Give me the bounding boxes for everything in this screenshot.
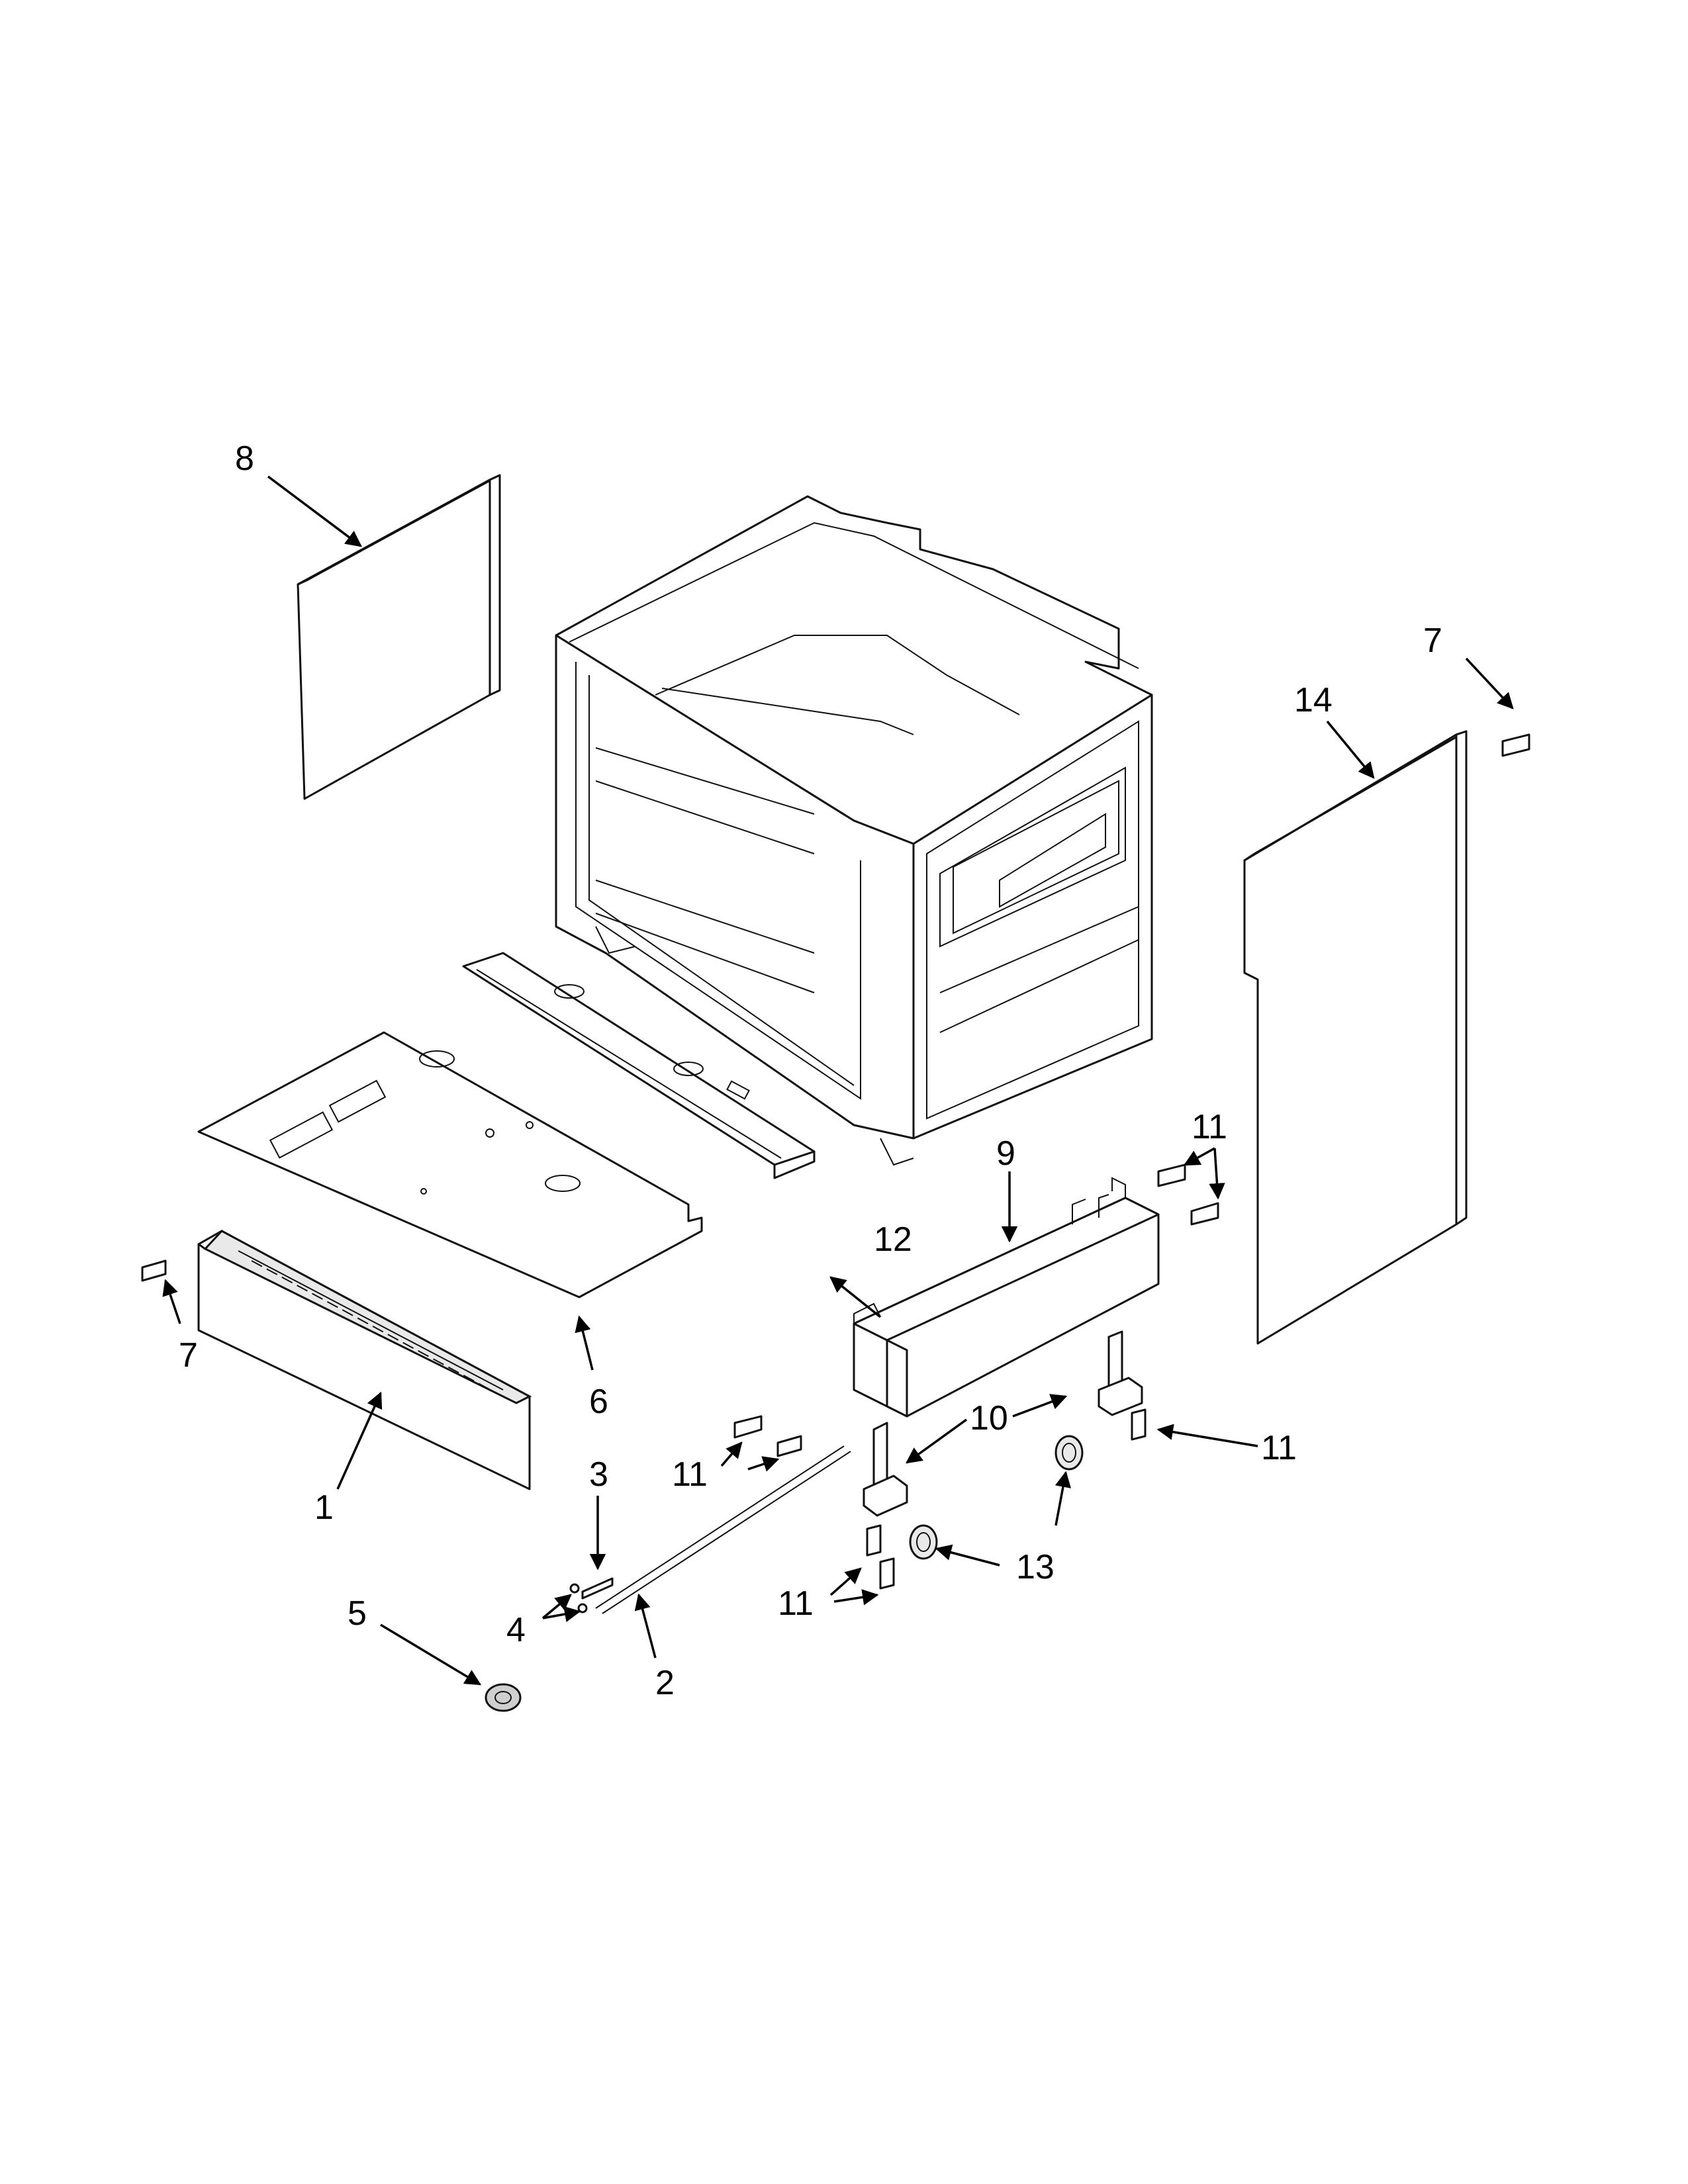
callout-3: 3	[589, 1455, 608, 1494]
leader-arrows	[162, 475, 1514, 1686]
callout-5: 5	[348, 1594, 367, 1633]
callout-11-right: 11	[1261, 1429, 1297, 1467]
callout-12: 12	[874, 1220, 912, 1259]
callout-7-left: 7	[179, 1336, 198, 1375]
part-5-knob	[485, 1683, 522, 1712]
part-12-front-rail	[462, 952, 816, 1179]
callout-1: 1	[314, 1488, 334, 1527]
part-6-bottom-plate	[197, 1031, 703, 1298]
callout-8: 8	[235, 439, 254, 478]
callout-9: 9	[996, 1134, 1015, 1173]
callout-11-top: 11	[1192, 1108, 1227, 1146]
callout-13: 13	[1016, 1548, 1055, 1586]
part-14-right-side-panel	[1243, 730, 1468, 1345]
callout-labels: 8 7 14 12 9 11 10 11 11 13 11 7 6 1 3 4 …	[179, 439, 1442, 1702]
part-11-screws	[733, 1163, 1219, 1590]
part-2-rod	[595, 1445, 851, 1614]
callout-4: 4	[506, 1611, 526, 1649]
callout-11-bottom: 11	[778, 1584, 814, 1623]
part-13-casters	[909, 1435, 1084, 1560]
part-10-leveling-legs	[863, 1330, 1143, 1517]
part-3-4-fittings	[569, 1577, 614, 1614]
callout-10: 10	[970, 1399, 1008, 1437]
part-9-base-channel	[853, 1177, 1160, 1418]
callout-2: 2	[655, 1664, 675, 1702]
part-7-screws	[141, 733, 1530, 1282]
callout-7-top-right: 7	[1423, 621, 1442, 660]
callout-14: 14	[1294, 681, 1333, 719]
oven-cavity	[555, 495, 1153, 1166]
callout-6: 6	[589, 1383, 608, 1421]
part-8-left-side-panel	[297, 474, 501, 800]
part-1-kick-panel	[197, 1230, 532, 1490]
callout-11-left: 11	[672, 1455, 708, 1494]
